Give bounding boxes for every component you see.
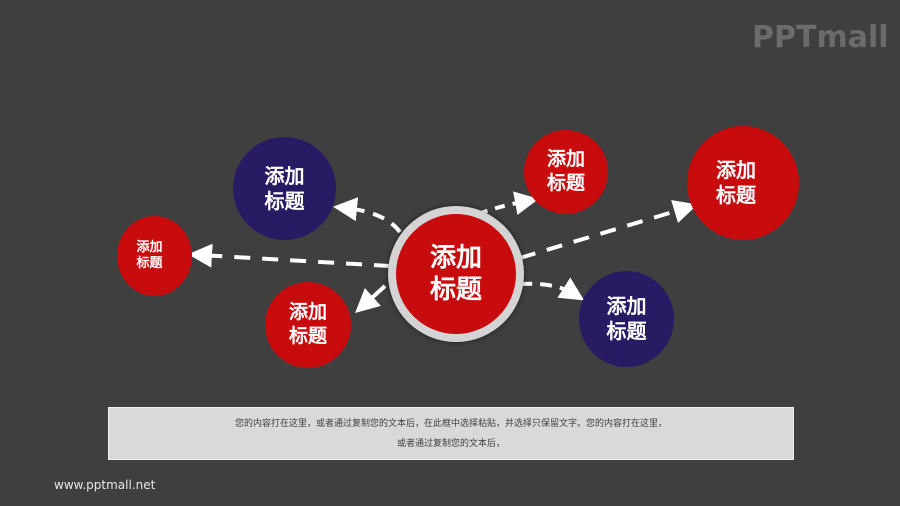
node-label-line2: 标题 bbox=[264, 188, 305, 213]
node-label-line2: 标题 bbox=[716, 183, 756, 207]
node-label-line2: 标题 bbox=[136, 256, 163, 271]
node-label-line2: 标题 bbox=[288, 325, 327, 347]
arrow-to-top-left bbox=[333, 197, 402, 234]
node-bottom-right[interactable]: 添加 标题 bbox=[579, 271, 674, 367]
center-label-line2: 标题 bbox=[429, 275, 482, 305]
node-label-line1: 添加 bbox=[136, 239, 163, 255]
node-label-line1: 添加 bbox=[606, 294, 647, 318]
node-label-line1: 添加 bbox=[716, 158, 756, 182]
node-top-left[interactable]: 添加 标题 bbox=[233, 137, 336, 240]
node-label-line2: 标题 bbox=[606, 319, 647, 343]
node-label-line1: 添加 bbox=[288, 301, 327, 324]
pptmall-logo: PPTmall bbox=[752, 20, 889, 55]
node-far-left[interactable]: 添加 标题 bbox=[117, 216, 192, 296]
arrow-to-far-left bbox=[188, 243, 391, 268]
footer-url: www.pptmall.net bbox=[54, 478, 156, 492]
node-top-mid[interactable]: 添加 标题 bbox=[524, 130, 608, 214]
center-label-line1: 添加 bbox=[429, 242, 482, 273]
node-label-line1: 添加 bbox=[546, 148, 585, 171]
node-top-right[interactable]: 添加 标题 bbox=[687, 126, 799, 240]
caption-textbox[interactable]: 您的内容打在这里，或者通过复制您的文本后，在此框中选择粘贴，并选择只保留文字。您… bbox=[108, 407, 794, 460]
arrow-to-bottom-left bbox=[355, 284, 387, 314]
node-label-line1: 添加 bbox=[264, 163, 305, 188]
caption-text: 您的内容打在这里，或者通过复制您的文本后，在此框中选择粘贴，并选择只保留文字。您… bbox=[234, 418, 667, 449]
node-label-line2: 标题 bbox=[546, 172, 585, 194]
node-bottom-left[interactable]: 添加 标题 bbox=[265, 282, 351, 368]
arrow-to-top-right bbox=[519, 199, 698, 260]
center-node[interactable]: 添加 标题 bbox=[396, 214, 516, 334]
arrow-to-bottom-right bbox=[519, 277, 585, 301]
